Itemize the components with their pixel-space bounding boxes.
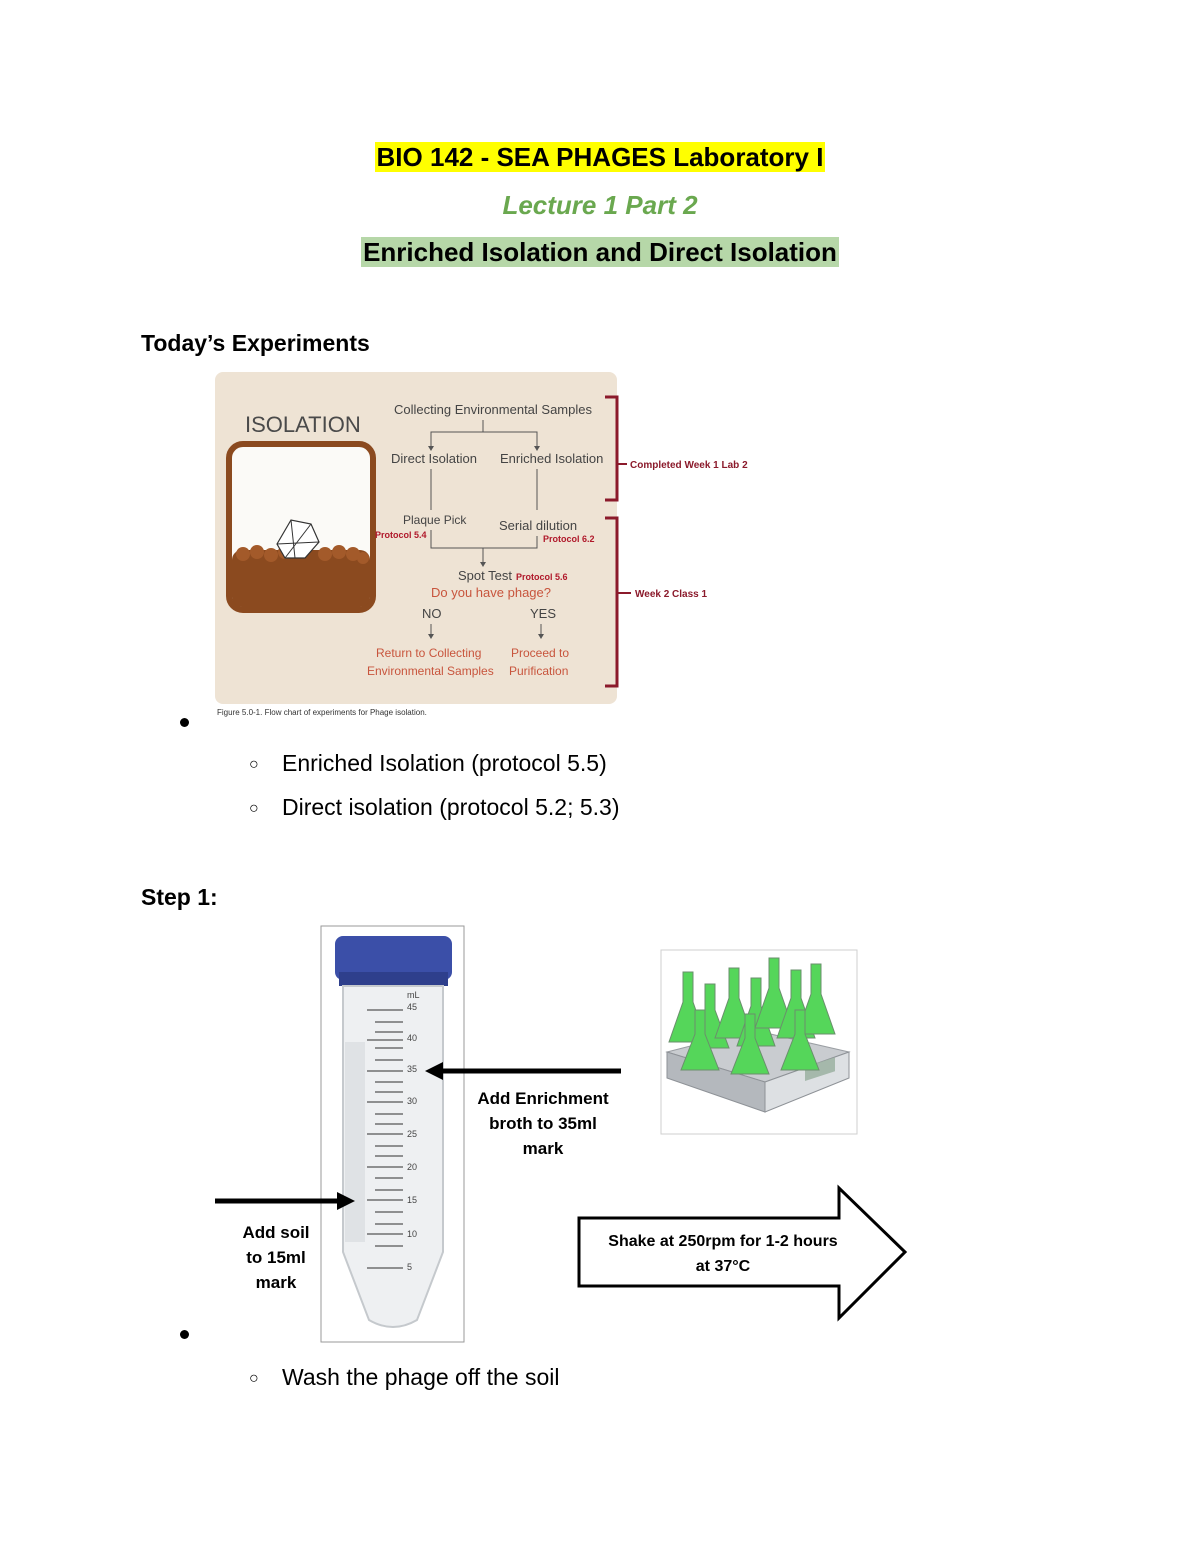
lecture-subtitle: Lecture 1 Part 2 (502, 190, 698, 220)
tick-5: 5 (407, 1262, 412, 1272)
tick-35: 35 (407, 1064, 417, 1074)
topic-title: Enriched Isolation and Direct Isolation (361, 237, 839, 267)
tick-10: 10 (407, 1229, 417, 1239)
section-heading-experiments: Today’s Experiments (141, 330, 370, 356)
isolation-flowchart-figure: ISOLATION Collecting Environmental Sampl… (215, 372, 748, 717)
tick-45: 45 (407, 1002, 417, 1012)
tick-40: 40 (407, 1033, 417, 1043)
spot-test-node: Spot Test (458, 568, 512, 583)
enriched-isolation-node: Enriched Isolation (500, 451, 603, 466)
sub-bullet-icon: ○ (249, 1370, 259, 1387)
plaque-pick-node: Plaque Pick (403, 513, 467, 527)
experiment-item-1: Enriched Isolation (protocol 5.5) (282, 750, 607, 776)
proceed-node-line-1: Proceed to (511, 646, 569, 660)
phage-question: Do you have phage? (431, 585, 551, 600)
protocol-label-c: Protocol 5.6 (516, 572, 568, 582)
protocol-label-b: Protocol 6.2 (543, 534, 595, 544)
step1-diagram: mL 45 40 35 30 25 20 15 10 5 Add Enrichm… (215, 925, 908, 1343)
enrichment-label-line-1: Add Enrichment (477, 1089, 609, 1108)
experiment-item-2: Direct isolation (protocol 5.2; 5.3) (282, 794, 620, 820)
sub-bullet-icon: ○ (249, 756, 259, 773)
no-branch: NO (422, 606, 442, 621)
enrichment-label-line-3: mark (523, 1139, 564, 1158)
bracket-week2-label: Week 2 Class 1 (635, 589, 708, 600)
bracket-week2 (605, 516, 619, 688)
topic-line: Enriched Isolation and Direct Isolation (0, 237, 1200, 268)
course-title-line: BIO 142 - SEA PHAGES Laboratory I (0, 142, 1200, 173)
return-node-line-2: Environmental Samples (367, 664, 494, 678)
tick-15: 15 (407, 1195, 417, 1205)
shake-label-line-1: Shake at 250rpm for 1-2 hours (608, 1233, 838, 1250)
protocol-label-a: Protocol 5.4 (375, 530, 427, 540)
step1-item-1: Wash the phage off the soil (282, 1364, 560, 1390)
soil-label-line-1: Add soil (242, 1223, 309, 1242)
tick-30: 30 (407, 1096, 417, 1106)
bullet-dot (180, 1330, 189, 1339)
tube-cap-icon (335, 936, 452, 980)
bracket-completed-label: Completed Week 1 Lab 2 (630, 460, 748, 471)
figure-caption: Figure 5.0-1. Flow chart of experiments … (217, 708, 427, 717)
soil-label-line-3: mark (256, 1273, 297, 1292)
serial-dilution-node: Serial dilution (499, 518, 577, 533)
tick-20: 20 (407, 1162, 417, 1172)
section-heading-step1: Step 1: (141, 884, 218, 910)
course-title: BIO 142 - SEA PHAGES Laboratory I (374, 142, 826, 172)
sub-bullet-icon: ○ (249, 800, 259, 817)
bullet-dot (180, 718, 189, 727)
tube-graduations (367, 1009, 403, 1269)
return-node-line-1: Return to Collecting (376, 646, 481, 660)
yes-branch: YES (530, 606, 556, 621)
enrichment-label-line-2: broth to 35ml (489, 1114, 597, 1133)
collecting-node: Collecting Environmental Samples (394, 402, 592, 417)
soil-fill (232, 550, 370, 607)
shake-label-line-2: at 37°C (696, 1258, 751, 1275)
tube-unit-label: mL (407, 990, 420, 1000)
bracket-completed (605, 395, 619, 502)
flask-icons (668, 957, 836, 1075)
shake-block-arrow (577, 1184, 908, 1322)
direct-isolation-node: Direct Isolation (391, 451, 477, 466)
proceed-node-line-2: Purification (509, 664, 568, 678)
isolation-title: ISOLATION (245, 412, 361, 437)
soil-label-line-2: to 15ml (246, 1248, 306, 1267)
tick-25: 25 (407, 1129, 417, 1139)
lecture-line: Lecture 1 Part 2 (0, 190, 1200, 221)
